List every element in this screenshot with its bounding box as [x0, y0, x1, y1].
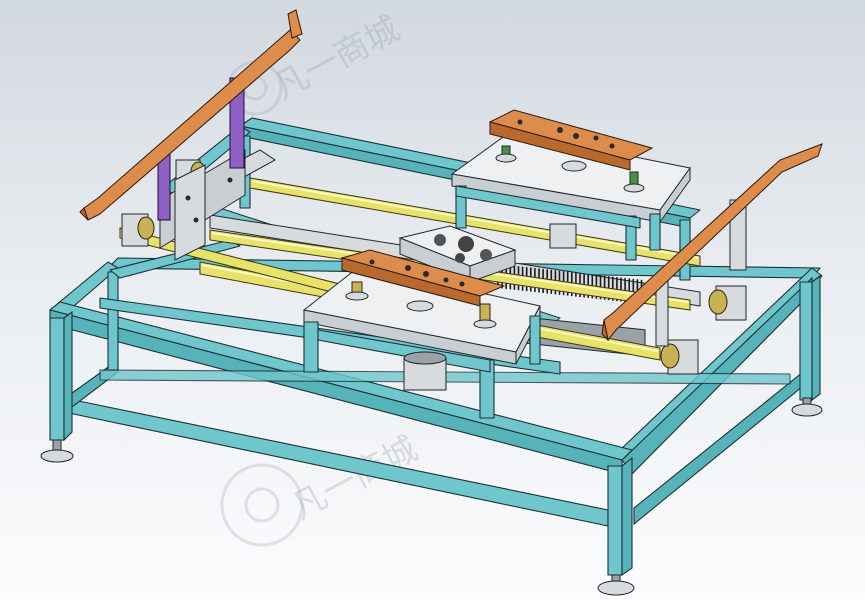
foot-back-right [791, 397, 823, 417]
back-cylinder [549, 223, 577, 249]
right-guide-arm [601, 143, 823, 347]
bearing-right-2 [660, 339, 699, 375]
bearing-right-1 [708, 285, 747, 321]
watermark-gear-icon-bottom [220, 463, 304, 547]
base-frame [40, 257, 823, 596]
watermark-text-top: 凡一商城 [267, 9, 406, 108]
leg-front-left [49, 317, 65, 441]
left-guide-arm [79, 9, 303, 221]
leg-front-right [607, 465, 623, 576]
leg-back-left [107, 271, 119, 371]
bearing-left-1 [121, 213, 155, 247]
center-block [398, 225, 517, 283]
leg-back-right [799, 281, 813, 401]
foot-front-left [40, 439, 74, 463]
back-station [450, 109, 691, 261]
front-station [302, 249, 541, 419]
left-carriage [159, 149, 276, 261]
foot-front-right [597, 574, 635, 596]
